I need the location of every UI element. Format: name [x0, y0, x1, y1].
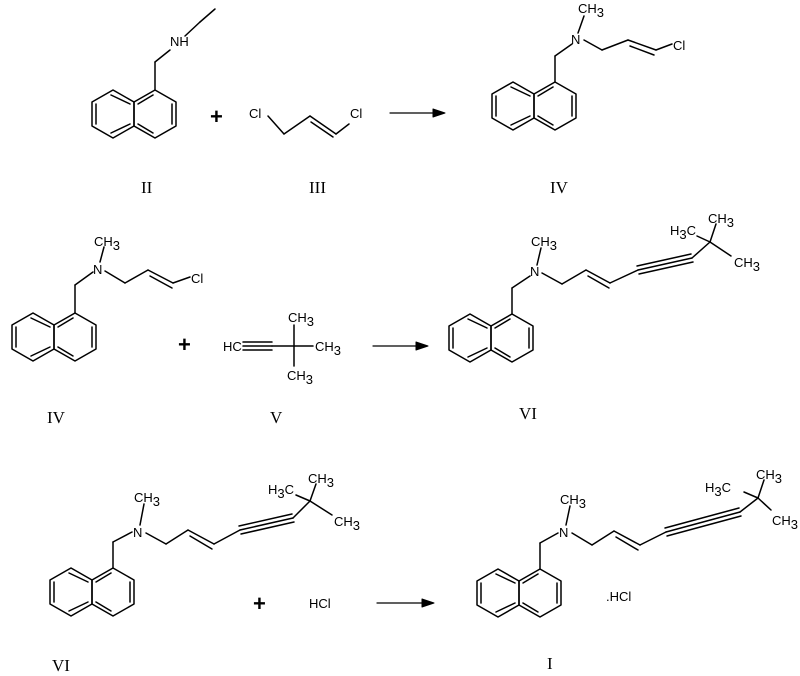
methyl-label: CH3 [734, 255, 760, 274]
reaction-arrow-head [432, 108, 446, 118]
cl-label: Cl [249, 106, 261, 121]
compound-label-I: I [547, 654, 553, 673]
cl-label: Cl [350, 106, 362, 121]
methyl-label: CH3 [531, 234, 557, 253]
cl-label: Cl [673, 38, 685, 53]
methyl-label: CH3 [334, 514, 360, 533]
methyl-label: CH3 [94, 234, 120, 253]
methyl-label: CH3 [772, 513, 798, 532]
reaction-arrow-head [421, 598, 435, 608]
n-label: N [133, 525, 142, 540]
compound-I: N CH3 CH3 H3C CH3 [476, 467, 798, 618]
compound-label-VI: VI [52, 656, 70, 675]
n-label: N [530, 264, 539, 279]
compound-VI: N CH3 CH3 H3C CH3 [49, 471, 360, 617]
compound-label-II: II [141, 178, 153, 197]
methyl-label: H3C [268, 482, 294, 501]
methyl-label: CH3 [560, 492, 586, 511]
methyl-label: H3C [705, 480, 731, 499]
methyl-label: CH3 [134, 490, 160, 509]
nh-label: NH [170, 34, 189, 49]
compound-label-III: III [309, 178, 326, 197]
compound-III: Cl Cl [249, 106, 362, 138]
compound-label-IV: IV [550, 178, 569, 197]
methyl-label: CH3 [287, 368, 313, 387]
reaction-arrow-head [415, 341, 429, 351]
plus-sign: + [178, 332, 191, 357]
compound-IV: N CH3 Cl [11, 234, 203, 362]
compound-label-IV: IV [47, 408, 66, 427]
methyl-label: CH3 [288, 310, 314, 329]
compound-II: NH [91, 8, 216, 139]
methyl-label: CH3 [315, 339, 341, 358]
compound-VI: N CH3 CH3 H3C CH3 [448, 211, 760, 363]
n-label: N [571, 32, 580, 47]
compound-label-VI: VI [519, 404, 537, 423]
n-label: N [559, 525, 568, 540]
methyl-label: CH3 [308, 471, 334, 490]
plus-sign: + [253, 591, 266, 616]
hcl-salt-label: .HCl [606, 589, 631, 604]
methyl-label: CH3 [756, 467, 782, 486]
plus-sign: + [210, 104, 223, 129]
compound-label-V: V [270, 408, 283, 427]
hcl-reagent: HCl [309, 596, 331, 611]
n-label: N [93, 262, 102, 277]
compound-IV: N CH3 Cl [491, 1, 685, 131]
methyl-label: CH3 [708, 211, 734, 230]
cl-label: Cl [191, 271, 203, 286]
compound-V: HC CH3 CH3 CH3 [223, 310, 341, 387]
methyl-label: CH3 [578, 1, 604, 20]
hc-label: HC [223, 339, 242, 354]
methyl-label: H3C [670, 223, 696, 242]
